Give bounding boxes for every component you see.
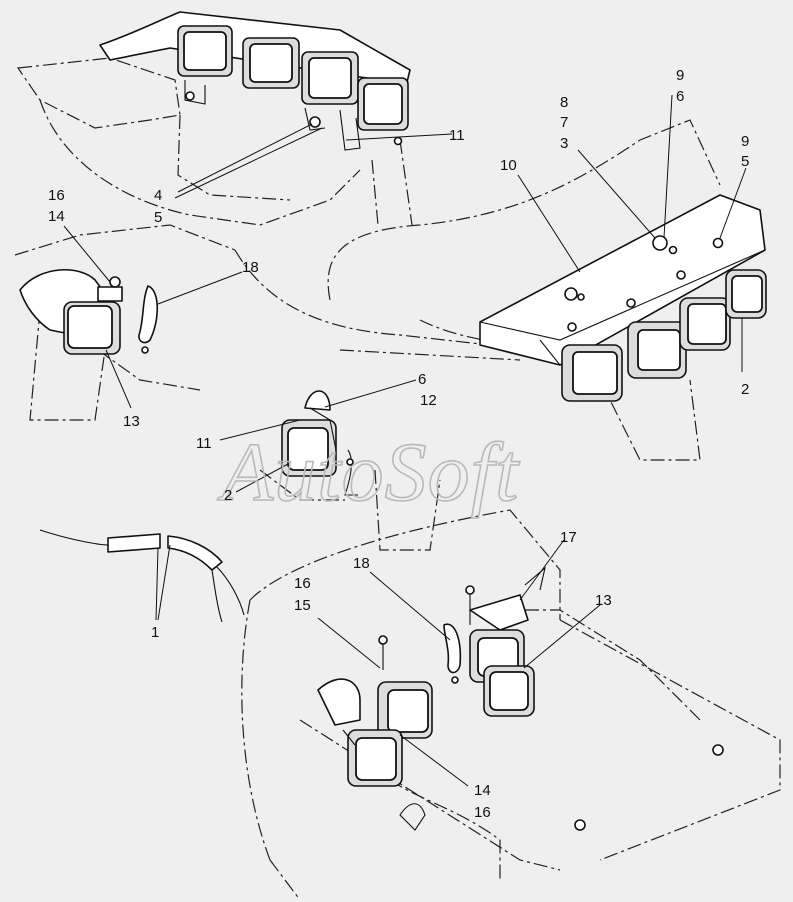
callout-labels: 9 6 8 7 3 9 5 10 11 4 5 16 14 18 13 6 12…	[48, 67, 749, 821]
wiring-harness	[39, 529, 245, 623]
upper-lamp-2	[242, 37, 300, 89]
callout-3: 3	[560, 135, 568, 152]
callout-13-lower: 13	[595, 592, 612, 609]
watermark-text: AutoSoft	[217, 426, 521, 519]
callout-9-right: 9	[741, 133, 749, 150]
callout-16-bottom: 16	[474, 804, 491, 821]
callout-2-right: 2	[741, 381, 749, 398]
callout-14-left: 14	[48, 208, 65, 225]
left-side-lamp	[19, 269, 159, 355]
right-lamp-1	[561, 344, 623, 402]
callout-6-top: 6	[676, 88, 684, 105]
callout-11-top: 11	[449, 127, 465, 144]
callout-16-lower: 16	[294, 575, 311, 592]
callout-18-lower: 18	[353, 555, 370, 572]
callout-9-top: 9	[676, 67, 684, 84]
callout-8: 8	[560, 94, 568, 111]
callout-14-lower: 14	[474, 782, 491, 799]
upper-lamp-4	[357, 77, 409, 131]
right-lamp-3	[679, 297, 731, 351]
right-lamp-4	[725, 269, 767, 319]
callout-16-left: 16	[48, 187, 65, 204]
callout-13-left: 13	[123, 413, 140, 430]
lower-lamp-group	[317, 566, 724, 831]
callout-2-center: 2	[224, 487, 232, 504]
callout-11-center: 11	[196, 435, 212, 452]
right-lamp-bar	[479, 194, 767, 402]
upper-lamp-1	[177, 25, 233, 77]
callout-18-left: 18	[242, 259, 259, 276]
callout-17: 17	[560, 529, 577, 546]
center-lamp	[281, 390, 358, 496]
leader-lines	[63, 94, 747, 787]
callout-5-left: 5	[154, 209, 162, 226]
callout-15: 15	[294, 597, 311, 614]
callout-10: 10	[500, 157, 517, 174]
upper-lamp-3	[301, 51, 359, 105]
upper-lamp-bar	[99, 11, 411, 151]
callout-7: 7	[560, 114, 568, 131]
callout-4: 4	[154, 187, 162, 204]
callout-1: 1	[151, 624, 159, 641]
callout-6-center: 6	[418, 371, 426, 388]
callout-12: 12	[420, 392, 437, 409]
right-lamp-2	[627, 321, 687, 379]
callout-5-right: 5	[741, 153, 749, 170]
